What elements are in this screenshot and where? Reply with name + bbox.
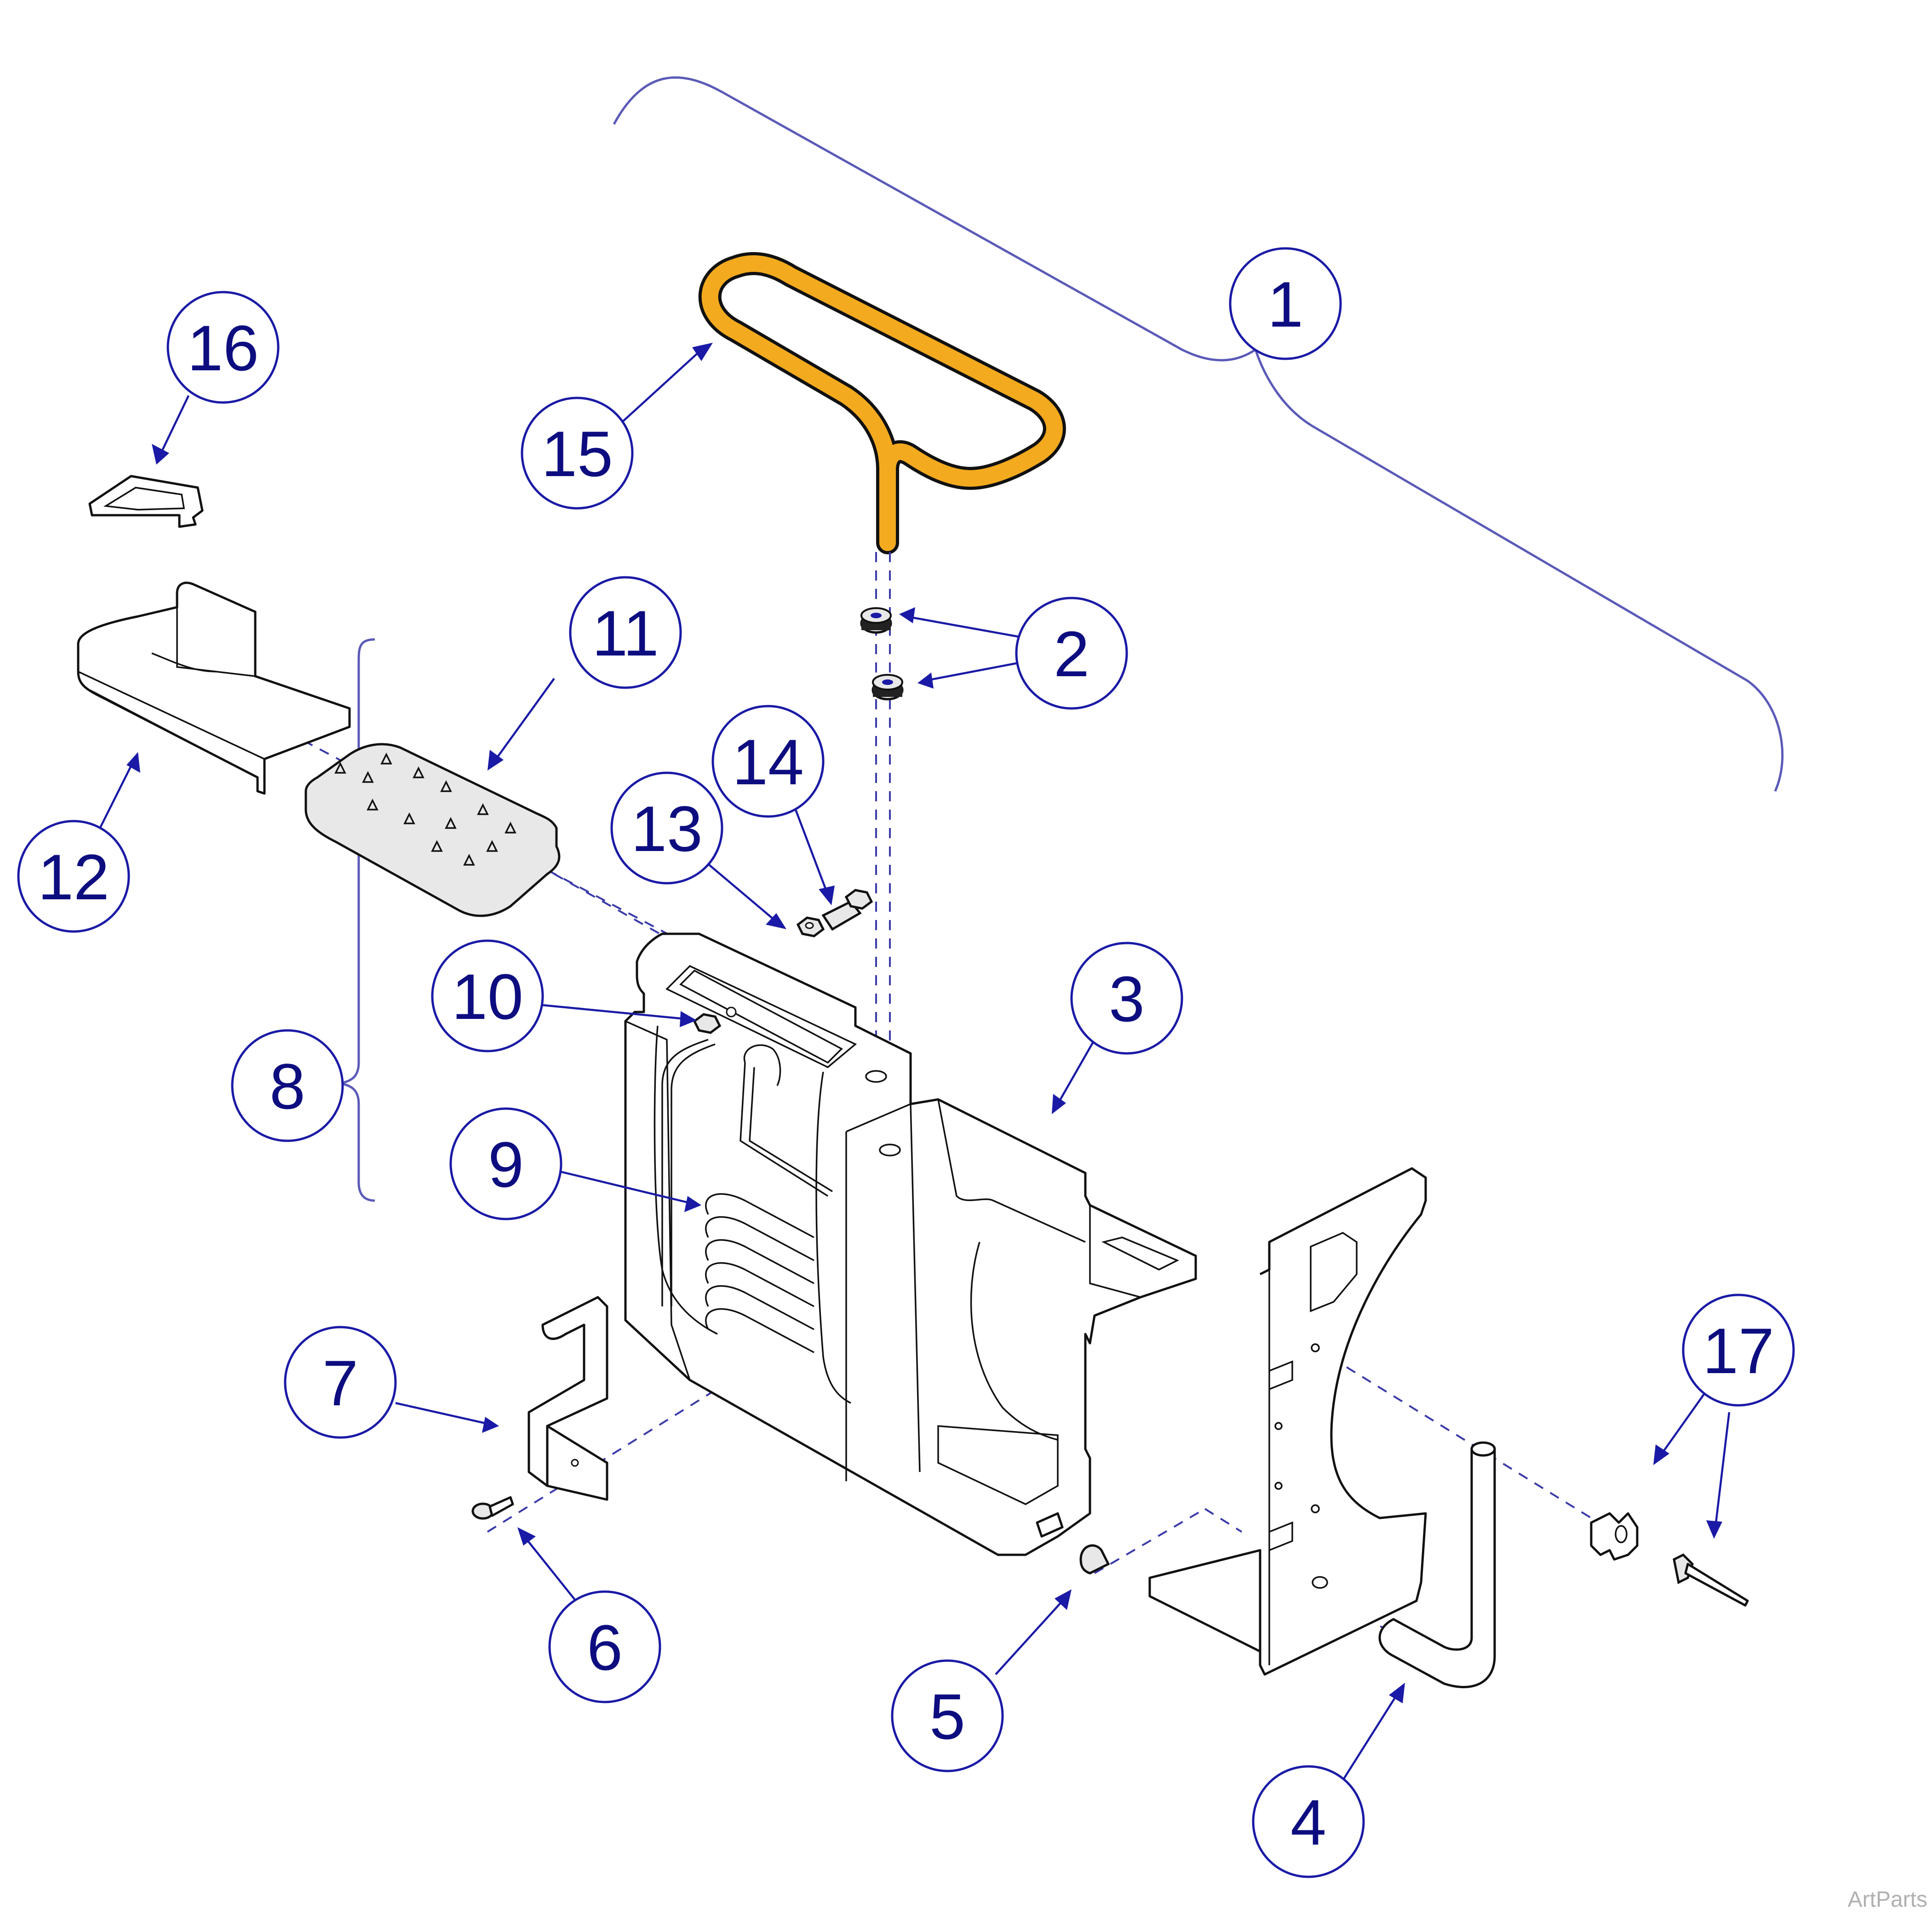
- clip-part-16: [88, 475, 204, 528]
- callout-label-9: 9: [488, 1128, 524, 1201]
- cover-part-12: [77, 581, 351, 795]
- assembly-bracket-1: [613, 76, 1784, 792]
- callout-8: 8: [231, 1029, 344, 1142]
- callout-label-17: 17: [1703, 1315, 1774, 1387]
- callout-1: 1: [1229, 247, 1342, 360]
- grommets-part-2: [860, 607, 904, 701]
- callout-label-12: 12: [38, 841, 109, 913]
- callout-label-2: 2: [1054, 618, 1089, 690]
- bolt-part-14: [821, 889, 873, 931]
- callout-label-10: 10: [452, 960, 523, 1033]
- callout-label-8: 8: [269, 1050, 305, 1122]
- callout-14: 14: [711, 705, 825, 818]
- leader-lines: [97, 343, 1731, 1781]
- screw-part-6: [471, 1496, 514, 1520]
- callout-2: 2: [1015, 597, 1128, 710]
- callout-label-5: 5: [929, 1680, 965, 1753]
- callout-label-16: 16: [187, 312, 259, 384]
- coil-tubing-part-9: [661, 1039, 833, 1353]
- callout-label-6: 6: [587, 1611, 623, 1684]
- callout-3: 3: [1070, 942, 1183, 1055]
- callout-4: 4: [1252, 1765, 1365, 1878]
- clip-part-17: [1590, 1512, 1639, 1561]
- frame-panel: [1148, 1167, 1427, 1676]
- callout-16: 16: [166, 291, 280, 404]
- callout-label-11: 11: [592, 597, 659, 669]
- handle-part: [698, 252, 1066, 554]
- nut-part-13: [796, 916, 825, 937]
- pad-part-11: [304, 743, 561, 917]
- callout-label-1: 1: [1267, 268, 1303, 340]
- bracket-part-7: [527, 1296, 608, 1501]
- callout-7: 7: [284, 1326, 397, 1439]
- rivet-part-17: [1673, 1553, 1749, 1607]
- callout-label-15: 15: [541, 418, 613, 490]
- callout-label-4: 4: [1290, 1786, 1326, 1858]
- callout-17: 17: [1682, 1294, 1795, 1407]
- callout-10: 10: [431, 939, 544, 1052]
- callout-15: 15: [521, 397, 634, 510]
- fitting-part-10: [693, 1006, 737, 1034]
- callout-5: 5: [891, 1659, 1004, 1772]
- bent-tube-part-4: [1378, 1441, 1496, 1688]
- callout-label-13: 13: [631, 793, 703, 865]
- basin-body-part-3: [624, 932, 1197, 1556]
- callout-label-14: 14: [732, 726, 804, 798]
- callout-6: 6: [548, 1590, 661, 1703]
- callout-9: 9: [449, 1107, 562, 1220]
- artparts-watermark: ArtParts: [1847, 1887, 1927, 1912]
- callout-13: 13: [610, 771, 723, 885]
- clip-ring-part-5: [1079, 1544, 1110, 1575]
- callout-label-3: 3: [1109, 963, 1145, 1035]
- callout-12: 12: [17, 820, 130, 933]
- callout-11: 11: [569, 576, 682, 689]
- callout-label-7: 7: [322, 1347, 358, 1419]
